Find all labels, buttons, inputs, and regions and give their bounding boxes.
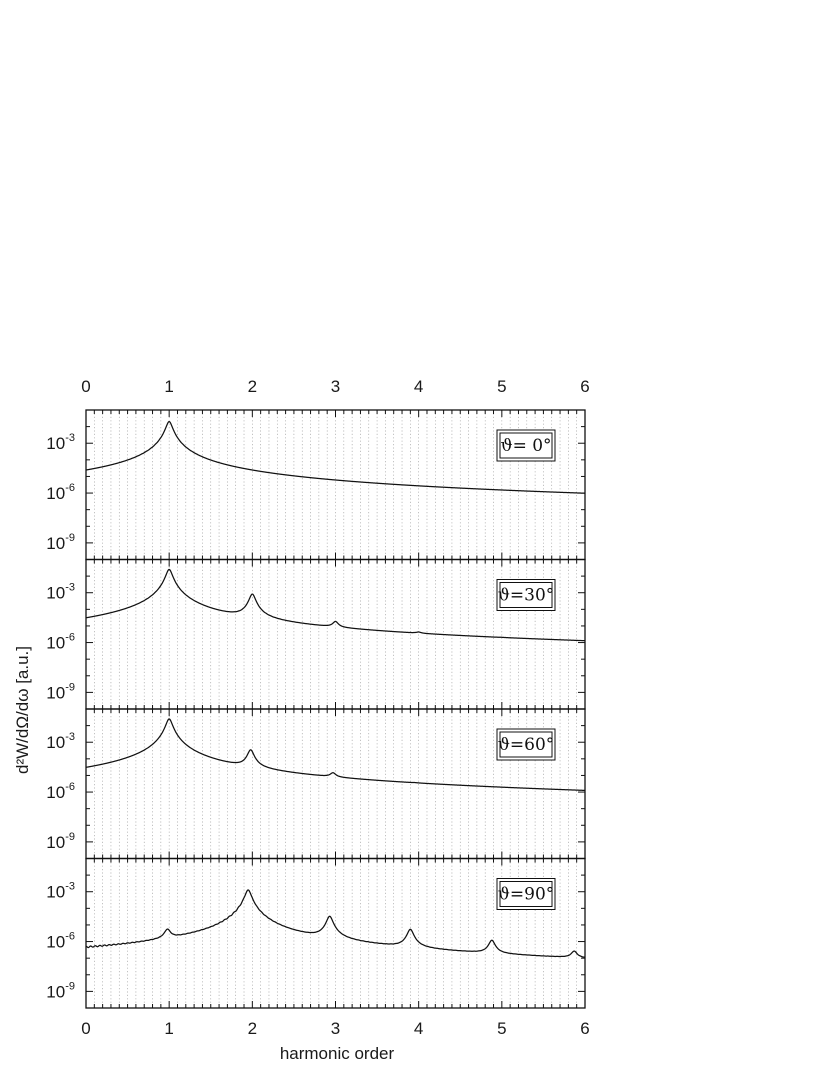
panel-label-text: ϑ=90°	[498, 885, 555, 905]
y-tick-label-exponent: -9	[65, 681, 75, 693]
y-tick-label-exponent: -3	[65, 432, 75, 444]
y-tick-label-exponent: -9	[65, 980, 75, 992]
y-tick-label-base: 10	[46, 634, 65, 653]
x-tick-label-top: 3	[331, 377, 340, 396]
x-tick-label-top: 4	[414, 377, 423, 396]
panel-label-box	[496, 429, 556, 462]
y-tick-label-base: 10	[46, 434, 65, 453]
spectrum-series-3	[85, 889, 586, 958]
panel-label-inner-box	[499, 731, 553, 758]
y-tick-label: 10-9	[46, 532, 75, 553]
y-tick-label-exponent: -6	[65, 482, 75, 494]
y-tick-label-base: 10	[46, 484, 65, 503]
panel-label-text: ϑ=30°	[498, 586, 555, 606]
x-tick-label-bottom: 0	[81, 1019, 90, 1038]
y-tick-label-base: 10	[46, 833, 65, 852]
y-tick-label-base: 10	[46, 933, 65, 952]
y-tick-label: 10-9	[46, 980, 75, 1001]
y-tick-label-exponent: -3	[65, 582, 75, 594]
y-tick-label: 10-3	[46, 881, 75, 902]
x-tick-label-top: 6	[580, 377, 589, 396]
x-tick-label-bottom: 6	[580, 1019, 589, 1038]
panel-label-inner-box	[499, 582, 553, 608]
axes: 0 0 1 1 2 2 3 3 4 4 5 5 6 6	[81, 377, 589, 1038]
y-tick-label: 10-9	[46, 831, 75, 852]
panel-label-inner-box	[499, 881, 553, 907]
y-tick-label: 10-6	[46, 931, 75, 952]
x-tick-label-bottom: 2	[248, 1019, 257, 1038]
y-axis-label-text: d²W/dΩ/dω [a.u.]	[13, 646, 32, 774]
x-axis-label: harmonic order	[280, 1044, 395, 1063]
panel-label-inner-box	[499, 432, 553, 459]
x-tick-label-top: 1	[164, 377, 173, 396]
spectrum-series-1	[85, 568, 586, 642]
y-tick-label: 10-3	[46, 432, 75, 453]
y-tick-label: 10-3	[46, 731, 75, 752]
y-tick-label-exponent: -9	[65, 831, 75, 843]
spectrum-series-2	[85, 718, 586, 792]
y-tick-label: 10-6	[46, 781, 75, 802]
y-tick-label-base: 10	[46, 534, 65, 553]
y-tick-label-base: 10	[46, 683, 65, 702]
panel-label-text: ϑ= 0°	[500, 436, 551, 456]
y-tick-label-exponent: -9	[65, 532, 75, 544]
y-tick-label-exponent: -6	[65, 931, 75, 943]
x-tick-label-bottom: 3	[331, 1019, 340, 1038]
x-tick-label-bottom: 4	[414, 1019, 423, 1038]
y-tick-label: 10-6	[46, 482, 75, 503]
panel-label-box	[496, 579, 556, 611]
x-tick-label-top: 0	[81, 377, 90, 396]
vertical-gridlines	[94, 410, 577, 1008]
x-tick-label-top: 2	[248, 377, 257, 396]
panel-label-text: ϑ=60°	[498, 735, 555, 755]
y-tick-label-exponent: -3	[65, 731, 75, 743]
y-tick-label-base: 10	[46, 584, 65, 603]
y-tick-label: 10-9	[46, 681, 75, 702]
y-tick-label-base: 10	[46, 883, 65, 902]
y-tick-label-base: 10	[46, 733, 65, 752]
panel-label-box	[496, 728, 556, 761]
y-tick-label-base: 10	[46, 982, 65, 1001]
y-axis-label: d²W/dΩ/dω [a.u.]	[13, 646, 32, 774]
x-tick-label-bottom: 1	[164, 1019, 173, 1038]
y-tick-label: 10-6	[46, 632, 75, 653]
y-tick-label-exponent: -3	[65, 881, 75, 893]
y-tick-label: 10-3	[46, 582, 75, 603]
panel-label-box	[496, 878, 556, 910]
spectrum-series-0	[85, 420, 586, 494]
x-tick-label-top: 5	[497, 377, 506, 396]
y-tick-label-base: 10	[46, 783, 65, 802]
x-tick-label-bottom: 5	[497, 1019, 506, 1038]
y-tick-label-exponent: -6	[65, 781, 75, 793]
y-tick-label-exponent: -6	[65, 632, 75, 644]
